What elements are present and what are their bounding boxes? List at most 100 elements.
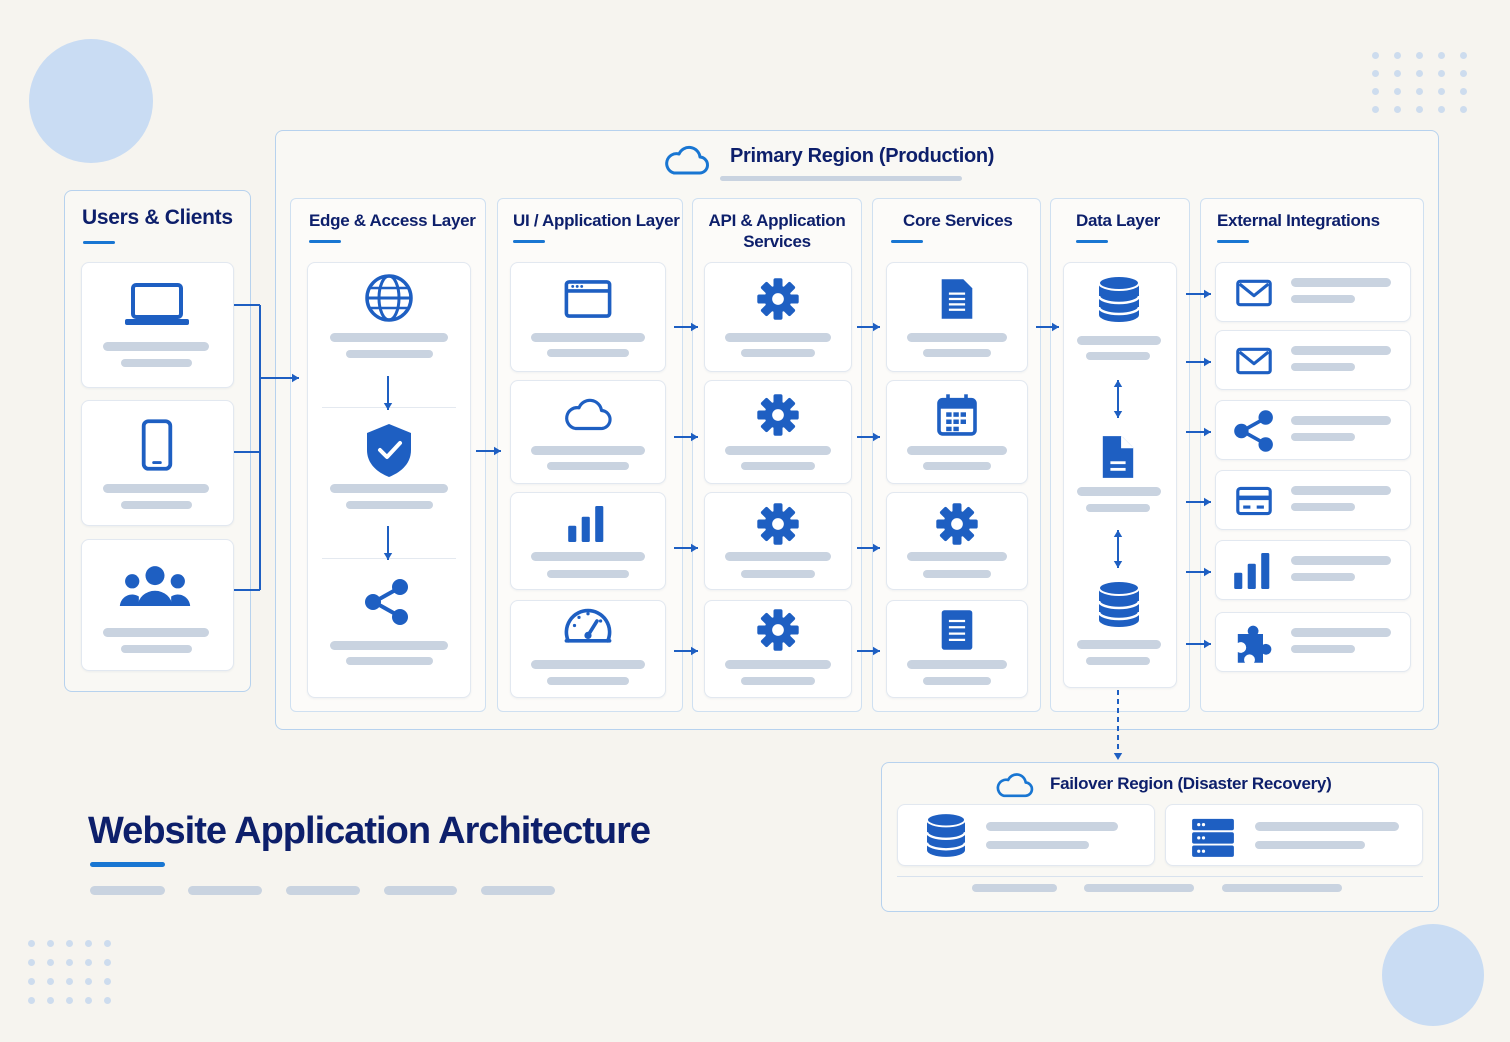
decorative-dot <box>1416 52 1423 59</box>
integration-card[interactable] <box>1215 540 1411 600</box>
column-title: API & Application <box>708 211 846 230</box>
server-rack-icon <box>1192 818 1234 857</box>
placeholder-text-bar <box>1291 628 1391 637</box>
arrow-head <box>1204 497 1211 507</box>
decorative-dot <box>1394 88 1401 95</box>
decorative-circle <box>1382 924 1484 1026</box>
placeholder-text-bar <box>1086 352 1150 360</box>
placeholder-text-bar <box>923 349 991 357</box>
placeholder-text-bar <box>121 645 192 653</box>
placeholder-text-bar <box>1255 822 1399 831</box>
placeholder-text-bar <box>330 333 448 342</box>
file-icon <box>1102 436 1134 478</box>
arrow-head <box>1204 357 1211 367</box>
decorative-dot <box>1460 88 1467 95</box>
placeholder-text-bar <box>907 552 1007 561</box>
arrow-head <box>691 432 698 442</box>
placeholder-text-bar <box>384 886 457 895</box>
title-underline <box>720 176 962 181</box>
divider <box>897 876 1423 877</box>
placeholder-text-bar <box>531 660 645 669</box>
bar-chart-icon <box>1234 553 1270 589</box>
placeholder-text-bar <box>1291 433 1355 441</box>
placeholder-text-bar <box>1086 504 1150 512</box>
placeholder-text-bar <box>1086 657 1150 665</box>
placeholder-text-bar <box>986 822 1118 831</box>
placeholder-text-bar <box>531 333 645 342</box>
document-list-icon <box>941 610 973 650</box>
decorative-dot <box>1438 106 1445 113</box>
decorative-dot <box>104 940 111 947</box>
core-card[interactable] <box>886 380 1028 484</box>
decorative-dot <box>47 940 54 947</box>
shield-check-icon <box>367 424 411 477</box>
arrow-head <box>383 403 393 410</box>
placeholder-text-bar <box>1291 416 1391 425</box>
failover-region-title: Failover Region (Disaster Recovery) <box>1050 774 1332 793</box>
gear-icon <box>757 278 799 320</box>
placeholder-text-bar <box>531 552 645 561</box>
decorative-dot <box>85 978 92 985</box>
gear-icon <box>757 503 799 545</box>
placeholder-text-bar <box>1291 556 1391 565</box>
placeholder-text-bar <box>346 657 433 665</box>
arrow-head <box>873 646 880 656</box>
primary-region-title: Primary Region (Production) <box>730 145 995 167</box>
database-icon <box>1097 580 1141 627</box>
decorative-dot <box>47 997 54 1004</box>
decorative-dot <box>104 959 111 966</box>
title-underline <box>90 862 165 867</box>
decorative-dot <box>85 959 92 966</box>
column-title: External Integrations <box>1217 211 1380 230</box>
decorative-dot <box>66 940 73 947</box>
decorative-dot <box>66 997 73 1004</box>
placeholder-text-bar <box>1084 884 1194 892</box>
decorative-dot <box>1372 70 1379 77</box>
decorative-dot <box>28 997 35 1004</box>
placeholder-text-bar <box>330 641 448 650</box>
browser-window-icon <box>564 280 612 318</box>
decorative-dot-grid <box>28 940 118 1006</box>
failover-region-header: Failover Region (Disaster Recovery) <box>994 768 1344 802</box>
placeholder-text-bar <box>481 886 555 895</box>
database-icon <box>925 812 967 857</box>
arrow-head <box>873 322 880 332</box>
column-title-line2: Services <box>743 232 811 251</box>
title-underline <box>1076 240 1108 243</box>
placeholder-text-bar <box>725 333 831 342</box>
gear-icon <box>757 609 799 651</box>
decorative-dot <box>47 959 54 966</box>
arrow-head <box>1204 567 1211 577</box>
placeholder-text-bar <box>741 462 815 470</box>
placeholder-text-bar <box>923 462 991 470</box>
arrow-head <box>1113 411 1123 418</box>
placeholder-text-bar <box>725 446 831 455</box>
placeholder-text-bar <box>90 886 165 895</box>
decorative-circle <box>29 39 153 163</box>
arrow-head <box>383 553 393 560</box>
placeholder-text-bar <box>725 660 831 669</box>
decorative-dot <box>28 940 35 947</box>
decorative-dot <box>1394 106 1401 113</box>
decorative-dot <box>1394 70 1401 77</box>
placeholder-text-bar <box>1291 503 1355 511</box>
document-icon <box>941 279 973 319</box>
title-underline <box>83 241 115 244</box>
decorative-dot <box>85 940 92 947</box>
placeholder-text-bar <box>103 628 209 637</box>
placeholder-text-bar <box>547 462 629 470</box>
placeholder-text-bar <box>986 841 1089 849</box>
decorative-dot <box>104 978 111 985</box>
placeholder-text-bar <box>1291 363 1355 371</box>
placeholder-text-bar <box>121 501 192 509</box>
placeholder-text-bar <box>188 886 262 895</box>
decorative-dot-grid <box>1372 52 1472 116</box>
arrow-head <box>1113 380 1123 387</box>
page-title: Website Application Architecture <box>88 810 651 852</box>
cloud-icon <box>665 145 709 175</box>
decorative-dot <box>66 959 73 966</box>
arrow-head <box>1204 639 1211 649</box>
placeholder-text-bar <box>923 570 991 578</box>
decorative-dot <box>1372 52 1379 59</box>
title-underline <box>513 240 545 243</box>
